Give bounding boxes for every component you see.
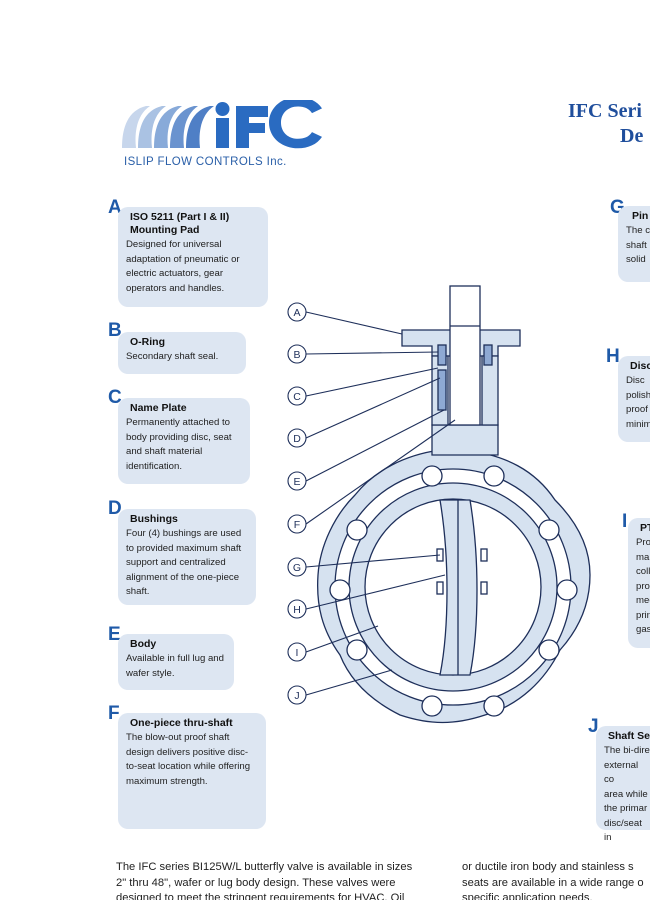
callout-line: minim	[626, 418, 650, 430]
logo-subtitle: ISLIP FLOW CONTROLS Inc.	[124, 156, 287, 168]
callout-line: external co	[604, 759, 639, 786]
callout-o-ring: O-Ring Secondary shaft seal.	[118, 332, 246, 374]
paragraph-line: or ductile iron body and stainless s	[462, 861, 634, 873]
callout-line: polish	[626, 389, 650, 401]
diagram-marker-a	[287, 302, 307, 322]
callout-description: Available in full lug and wafer style.	[126, 653, 224, 679]
diagram-label-a: A	[293, 307, 300, 319]
callout-description: Four (4) bushings are used to provided m…	[126, 528, 242, 597]
callout-line: Disc	[626, 375, 645, 386]
diagram-label-h: H	[293, 604, 301, 616]
callout-line: gas	[636, 624, 650, 635]
valve-diagram: A B C D E F G H I J	[287, 285, 591, 724]
callout-body: Body Available in full lug and wafer sty…	[118, 634, 234, 690]
valve-shaft	[449, 285, 481, 426]
diagram-label-d: D	[293, 433, 301, 445]
diagram-marker-c	[287, 386, 307, 406]
callout-title: ISO 5211 (Part I & II) Mounting Pad	[130, 211, 230, 236]
callout-shaft-seal: Shaft Se The bi-dire external co area wh…	[596, 726, 650, 843]
paragraph-line: The IFC series BI125W/L butterfly valve …	[116, 861, 413, 873]
callout-description: Secondary shaft seal.	[126, 351, 219, 362]
callout-letter-h: H	[606, 346, 620, 367]
diagram-label-i: I	[296, 647, 299, 659]
callout-title: Body	[130, 638, 157, 650]
intro-paragraph-right: or ductile iron body and stainless s sea…	[462, 860, 650, 900]
page-title-line2: De	[620, 125, 644, 147]
callout-letter-b: B	[108, 320, 122, 341]
callout-ptfe: PT Pro mai coll pro mec prin gas	[628, 518, 650, 648]
callout-name-plate: Name Plate Permanently attached to body …	[118, 398, 250, 484]
callout-one-piece-shaft: One-piece thru-shaft The blow-out proof …	[118, 713, 266, 829]
paragraph-line: 2" thru 48", wafer or lug body design. T…	[116, 876, 396, 889]
callout-line: The c	[626, 225, 650, 236]
callout-title: PT	[640, 522, 650, 534]
callout-title: Name Plate	[130, 402, 187, 414]
callout-letter-j: J	[588, 716, 599, 737]
diagram-marker-b	[287, 344, 307, 364]
diagram-marker-d	[287, 428, 307, 448]
callout-line: The bi-dire	[604, 745, 650, 756]
callout-title: Disc	[630, 360, 650, 372]
callout-line: area while	[604, 788, 648, 800]
diagram-marker-h	[287, 599, 307, 619]
callout-pin: Pin The c shaft solid	[618, 206, 650, 282]
callout-line: mai	[636, 551, 650, 563]
diagram-label-c: C	[293, 391, 301, 403]
ifc-logo	[122, 100, 322, 149]
callout-title: Shaft Se	[608, 730, 650, 742]
callout-line: shaft	[626, 239, 647, 251]
intro-paragraph-left: The IFC series BI125W/L butterfly valve …	[116, 860, 440, 900]
callout-line: proof	[626, 404, 648, 415]
callout-title: Pin	[632, 210, 649, 222]
callout-line: mec	[636, 595, 650, 606]
callout-description: Designed for universal adaptation of pne…	[126, 239, 240, 294]
callout-letter-i: I	[622, 511, 628, 532]
diagram-label-g: G	[293, 562, 301, 574]
diagram-marker-g	[287, 557, 307, 577]
diagram-label-f: F	[294, 519, 300, 531]
page-title-line1: IFC Seri	[568, 100, 642, 122]
callout-title: Bushings	[130, 513, 178, 525]
diagram-label-j: J	[294, 690, 299, 702]
diagram-marker-i	[287, 642, 307, 662]
paragraph-line: seats are available in a wide range o	[462, 876, 644, 889]
callout-description: Permanently attached to body providing d…	[126, 417, 232, 472]
paragraph-line: designed to meet the stringent requireme…	[116, 892, 405, 900]
paragraph-line: specific application needs.	[462, 892, 593, 900]
callout-line: Pro	[636, 537, 650, 548]
callout-disc: Disc Disc polish proof minim	[618, 356, 650, 442]
callout-letter-f: F	[108, 703, 120, 724]
callout-description: The blow-out proof shaft design delivers…	[126, 732, 251, 787]
callout-title: One-piece thru-shaft	[130, 717, 233, 729]
callout-line: pro	[636, 580, 650, 592]
diagram-marker-f	[287, 514, 307, 534]
callout-line: disc/seat in	[604, 817, 642, 844]
callout-title: O-Ring	[130, 336, 165, 348]
callout-letter-e: E	[108, 624, 121, 645]
diagram-marker-j	[287, 685, 307, 705]
callout-bushings: Bushings Four (4) bushings are used to p…	[118, 509, 256, 605]
callout-line: solid	[626, 254, 646, 265]
diagram-marker-e	[287, 471, 307, 491]
callout-line: the primar	[604, 803, 648, 814]
callout-line: coll	[636, 566, 650, 577]
diagram-label-b: B	[293, 349, 300, 361]
callout-line: prin	[636, 609, 650, 621]
callout-mounting-pad: ISO 5211 (Part I & II) Mounting Pad Desi…	[118, 207, 268, 307]
diagram-label-e: E	[293, 476, 300, 488]
